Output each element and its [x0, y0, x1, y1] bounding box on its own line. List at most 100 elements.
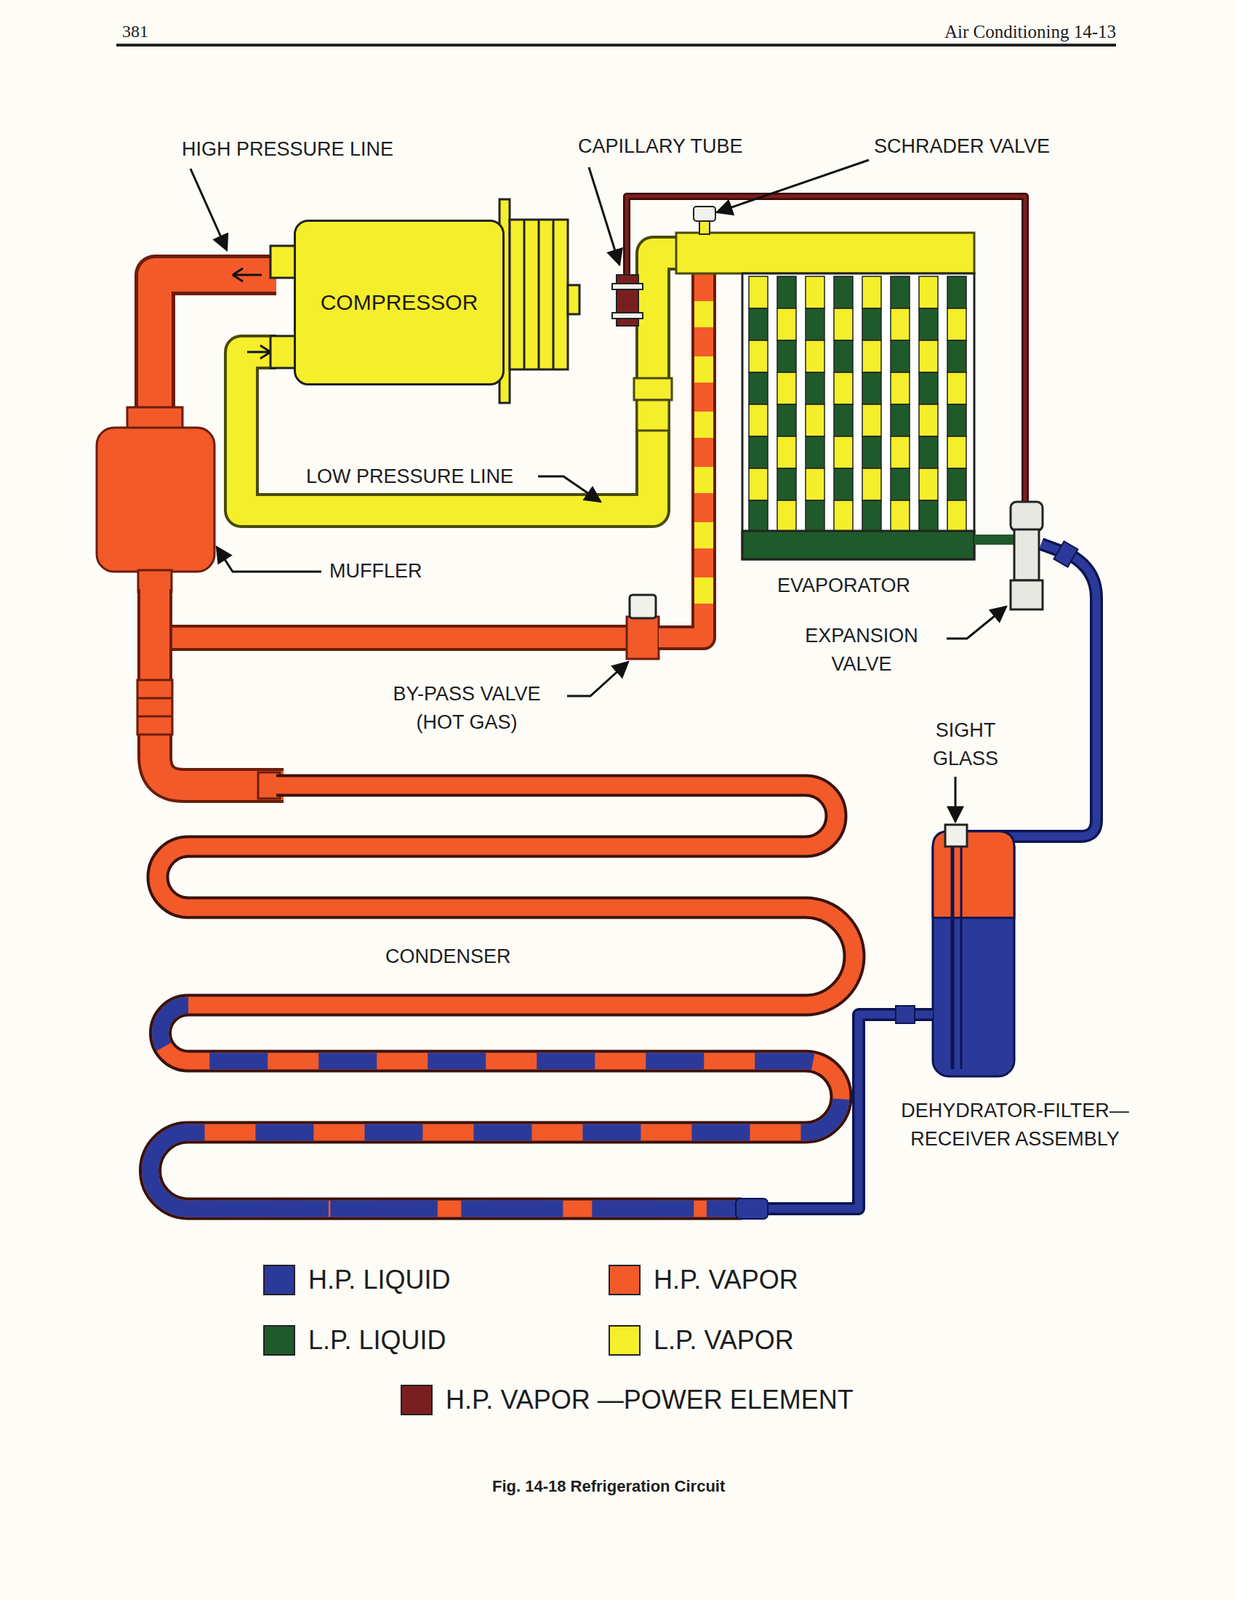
pipe-fitting: [895, 1005, 915, 1023]
bypass-valve-cap: [629, 594, 656, 618]
evaporator-header: [676, 232, 975, 274]
receiver-tube: [950, 836, 955, 1069]
pipe-fitting: [1053, 540, 1078, 567]
leader-line: [216, 546, 322, 572]
evaporator-fin: [947, 500, 967, 533]
evaporator-fin: [833, 404, 853, 437]
pipe-outline: [658, 261, 704, 638]
muffler-neck: [138, 570, 172, 592]
evaporator-fin: [862, 276, 882, 309]
muffler-body: [96, 427, 215, 572]
leader-line: [538, 476, 601, 502]
low-pressure-liquid-line: [974, 534, 1015, 545]
figure-caption: Fig. 14-18 Refrigeration Circuit: [492, 1474, 725, 1498]
evaporator-fin: [833, 436, 853, 469]
evaporator-fin: [748, 436, 768, 469]
evaporator-fin: [947, 468, 967, 501]
bypass-valve-body: [626, 616, 659, 659]
part-label: DEHYDRATOR-FILTER— RECEIVER ASSEMBLY: [876, 1096, 1154, 1154]
evaporator-fin: [777, 468, 797, 501]
pipe-outline: [154, 588, 284, 786]
evaporator-fin: [805, 276, 825, 309]
evaporator-fin: [890, 436, 910, 469]
component-name: COMPRESSOR: [320, 290, 479, 315]
header-rule: [116, 43, 1117, 47]
legend-text: H.P. LIQUID: [308, 1264, 451, 1295]
flow-arrow: [247, 345, 271, 359]
leader-line: [716, 159, 869, 213]
evaporator-fin: [947, 404, 967, 437]
receiver-tube: [960, 836, 963, 1069]
pipe-fitting: [137, 697, 173, 700]
evaporator-fin: [919, 468, 938, 501]
evaporator-fin: [890, 308, 910, 341]
bulb-clamp: [612, 283, 643, 290]
evaporator-fin: [919, 276, 938, 309]
evaporator-fin: [890, 468, 910, 501]
legend-text: L.P. LIQUID: [308, 1324, 446, 1356]
evaporator-fin: [919, 500, 938, 533]
schrader-cap: [693, 206, 716, 222]
leader-line: [954, 776, 957, 822]
evaporator-fin: [805, 372, 825, 405]
expansion-valve-diaphragm: [1010, 501, 1043, 531]
part-label: SCHRADER VALVE: [873, 132, 1050, 161]
evaporator-fin: [919, 340, 938, 373]
evaporator-fin: [748, 308, 768, 341]
legend-swatch: [608, 1324, 641, 1356]
evaporator-fin: [748, 500, 768, 533]
compressor-shaft: [567, 285, 580, 315]
evaporator-fin: [805, 468, 825, 501]
evaporator-fin: [805, 404, 825, 437]
evaporator-fin: [919, 372, 938, 405]
expansion-valve-nut: [1010, 580, 1043, 610]
evaporator-fin: [805, 308, 825, 341]
evaporator-fin: [890, 340, 910, 373]
evaporator-fin: [862, 372, 882, 405]
evaporator-fin: [890, 276, 910, 309]
pulley: [509, 219, 568, 370]
part-label: BY-PASS VALVE (HOT GAS): [372, 679, 562, 737]
pulley-groove: [538, 219, 541, 370]
condenser-coil: [150, 785, 856, 1209]
condensed-liquid: [150, 1004, 842, 1209]
evaporator-fin: [947, 340, 967, 373]
evaporator-fin: [833, 468, 853, 501]
flow-arrow: [232, 268, 262, 282]
legend-swatch: [400, 1384, 433, 1415]
part-label: CONDENSER: [385, 942, 512, 971]
compressor-port: [270, 335, 297, 368]
leader-lines: [190, 159, 1007, 822]
evaporator-fin: [748, 468, 768, 501]
hot-gas-pipe: [658, 261, 704, 638]
leader-line: [946, 606, 1007, 639]
pipe-fitting: [137, 715, 173, 718]
evaporator-fin: [833, 500, 853, 533]
evaporator-fins: [748, 276, 967, 533]
evaporator-fin: [919, 308, 938, 341]
page-number: 381: [122, 18, 149, 45]
evaporator-fin: [777, 500, 797, 533]
evaporator-fin: [862, 500, 882, 533]
part-label: HIGH PRESSURE LINE: [181, 135, 394, 164]
legend-swatch: [263, 1324, 296, 1356]
capillary-tube: [626, 196, 1026, 509]
condenser-outline: [150, 785, 856, 1209]
evaporator-fin: [862, 340, 882, 373]
evaporator-fin: [862, 404, 882, 437]
evaporator-fin: [890, 500, 910, 533]
evaporator-fin: [805, 500, 825, 533]
evaporator-fin: [748, 372, 768, 405]
evaporator-fin: [919, 404, 938, 437]
evaporator-fin: [833, 276, 853, 309]
legend-text: H.P. VAPOR —POWER ELEMENT: [445, 1384, 854, 1415]
part-label: EXPANSION VALVE: [788, 621, 935, 679]
evaporator-fin: [890, 372, 910, 405]
evaporator-bottom: [742, 530, 975, 560]
bypass-pipe: [154, 627, 633, 648]
legend-text: H.P. VAPOR: [653, 1264, 799, 1295]
evaporator-fin: [805, 340, 825, 373]
pipe-outline: [154, 624, 633, 651]
evaporator-fin: [833, 308, 853, 341]
